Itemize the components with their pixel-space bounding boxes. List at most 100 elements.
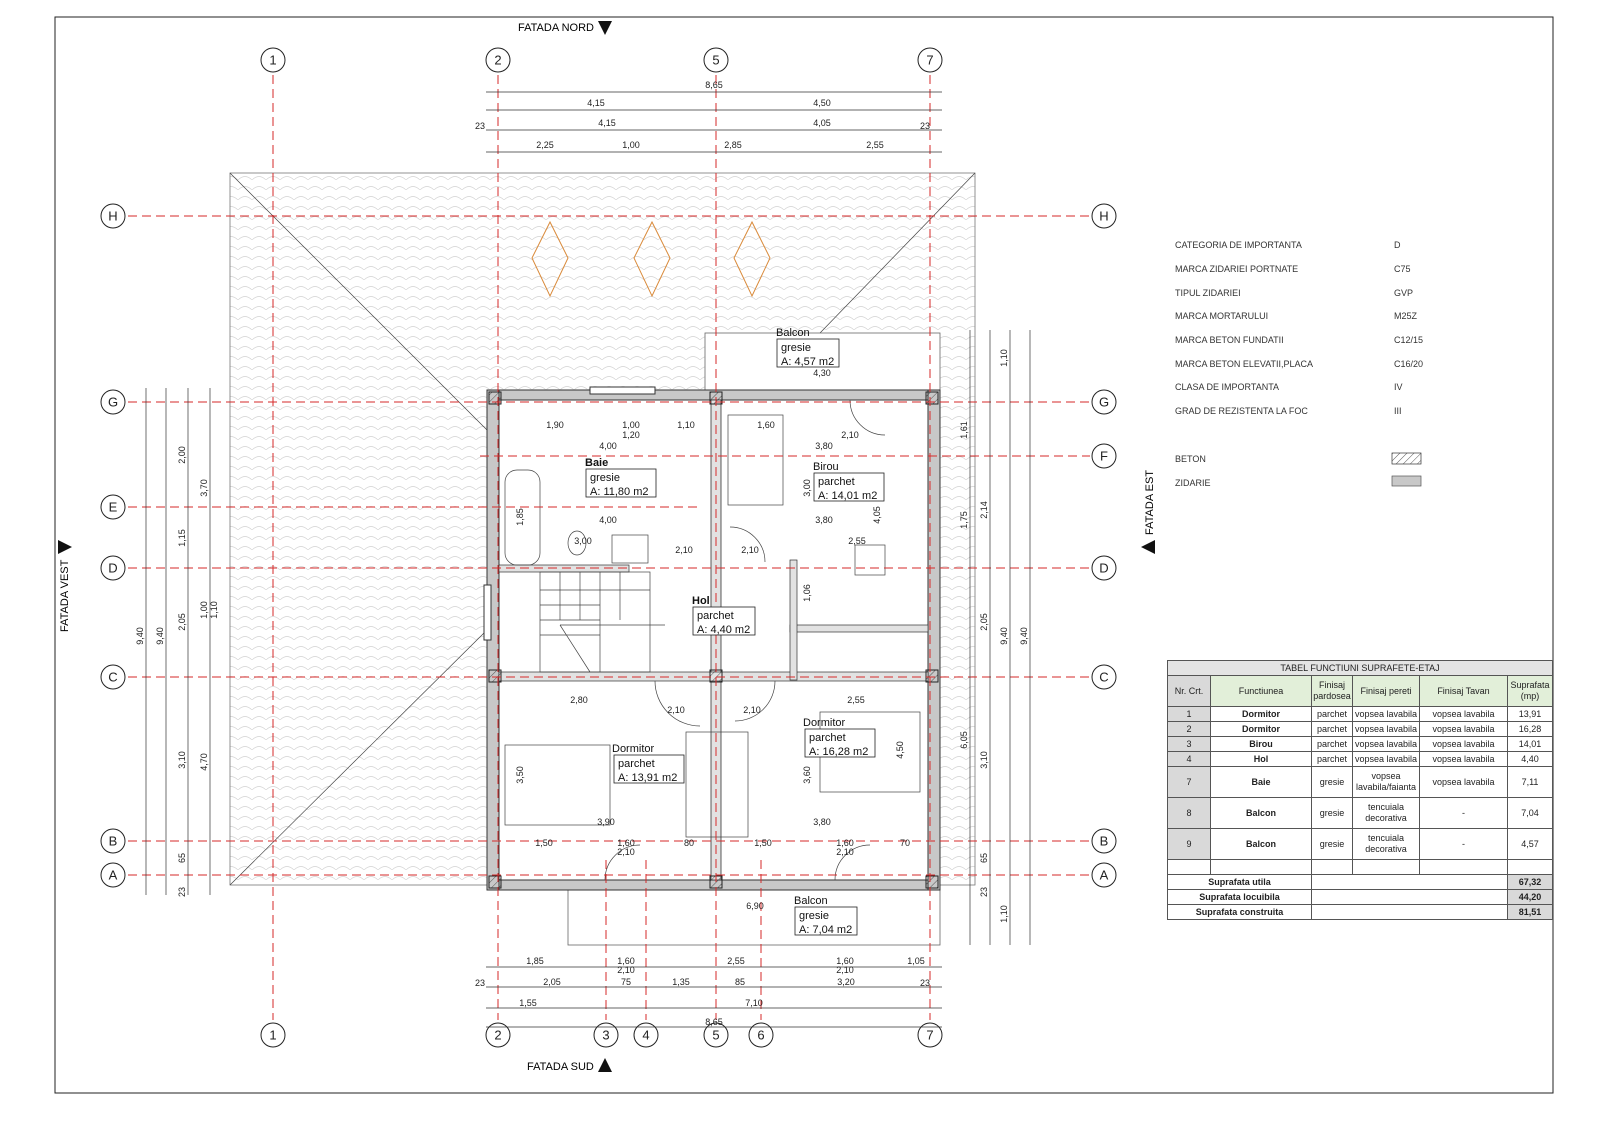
- arrow-left-icon: [1141, 540, 1155, 554]
- svg-text:A: A: [109, 868, 118, 883]
- svg-text:MARCA MORTARULUI: MARCA MORTARULUI: [1175, 311, 1268, 321]
- svg-text:1: 1: [269, 1028, 276, 1043]
- svg-text:65: 65: [979, 853, 989, 863]
- svg-text:4,70: 4,70: [199, 753, 209, 771]
- svg-text:4,50: 4,50: [813, 98, 831, 108]
- skylight: [633, 220, 671, 298]
- svg-text:1,85: 1,85: [515, 508, 525, 526]
- balcony-south: [567, 889, 941, 946]
- svg-text:1,10: 1,10: [999, 349, 1009, 367]
- room-label-balcon-north: Balcon gresie A: 4,57 m2: [776, 327, 840, 368]
- svg-text:7,10: 7,10: [745, 998, 763, 1008]
- svg-text:2: 2: [494, 53, 501, 68]
- room-label-balcon-south: Balcon gresie A: 7,04 m2: [794, 895, 858, 936]
- svg-text:2,55: 2,55: [848, 536, 866, 546]
- svg-text:2,10: 2,10: [841, 430, 859, 440]
- svg-text:1,75: 1,75: [959, 511, 969, 529]
- svg-text:parchet: parchet: [697, 610, 734, 622]
- arrow-up-icon: [598, 1058, 612, 1072]
- axis-marker-bottom-7: 7: [917, 1022, 943, 1048]
- svg-text:1,90: 1,90: [546, 420, 564, 430]
- axis-marker-top-5: 5: [703, 47, 729, 73]
- svg-text:8,65: 8,65: [705, 1017, 723, 1027]
- svg-text:4,30: 4,30: [813, 368, 831, 378]
- svg-text:9,40: 9,40: [135, 627, 145, 645]
- svg-text:4,05: 4,05: [813, 118, 831, 128]
- svg-text:1,00: 1,00: [622, 420, 640, 430]
- svg-text:2,85: 2,85: [724, 140, 742, 150]
- svg-text:65: 65: [177, 853, 187, 863]
- svg-text:6,05: 6,05: [959, 731, 969, 749]
- svg-text:5: 5: [712, 53, 719, 68]
- svg-text:M25Z: M25Z: [1394, 311, 1418, 321]
- svg-text:Balcon: Balcon: [794, 895, 828, 907]
- svg-text:4,15: 4,15: [587, 98, 605, 108]
- window: [589, 386, 656, 395]
- axis-marker-E: E: [100, 494, 126, 520]
- svg-text:2,10: 2,10: [741, 545, 759, 555]
- skylight: [531, 220, 569, 298]
- svg-text:2,05: 2,05: [979, 613, 989, 631]
- window: [483, 584, 492, 641]
- svg-text:2,25: 2,25: [536, 140, 554, 150]
- svg-text:H: H: [108, 209, 117, 224]
- svg-text:A: 4,40 m2: A: 4,40 m2: [697, 624, 750, 636]
- svg-text:1: 1: [269, 53, 276, 68]
- drawing-frame: [54, 16, 1554, 1094]
- svg-text:3,80: 3,80: [815, 441, 833, 451]
- svg-text:70: 70: [900, 838, 910, 848]
- svg-text:1,85: 1,85: [526, 956, 544, 966]
- bed: [504, 744, 611, 826]
- svg-text:23: 23: [979, 887, 989, 897]
- svg-text:IV: IV: [1394, 382, 1403, 392]
- svg-text:3,80: 3,80: [815, 515, 833, 525]
- sofa: [727, 414, 784, 506]
- svg-text:BETON: BETON: [1175, 454, 1206, 464]
- svg-text:CLASA DE IMPORTANTA: CLASA DE IMPORTANTA: [1175, 382, 1279, 392]
- svg-text:1,20: 1,20: [622, 430, 640, 440]
- svg-text:gresie: gresie: [590, 472, 620, 484]
- staircase: [539, 571, 665, 673]
- table-empty-row: [1167, 859, 1553, 875]
- svg-text:3,70: 3,70: [199, 479, 209, 497]
- svg-text:9,40: 9,40: [1019, 627, 1029, 645]
- material-legend: BETON ZIDARIE: [1175, 452, 1422, 488]
- svg-text:parchet: parchet: [818, 476, 855, 488]
- svg-text:1,60: 1,60: [757, 420, 775, 430]
- svg-text:Balcon: Balcon: [776, 327, 810, 339]
- svg-text:1,60: 1,60: [836, 838, 854, 848]
- svg-text:GRAD DE REZISTENTA LA FOC: GRAD DE REZISTENTA LA FOC: [1175, 406, 1308, 416]
- svg-text:2,14: 2,14: [979, 501, 989, 519]
- svg-text:3,00: 3,00: [802, 479, 812, 497]
- svg-text:4,00: 4,00: [599, 515, 617, 525]
- svg-text:1,10: 1,10: [999, 905, 1009, 923]
- svg-text:C16/20: C16/20: [1394, 359, 1423, 369]
- sink: [611, 534, 649, 564]
- svg-text:MARCA BETON ELEVATII,PLACA: MARCA BETON ELEVATII,PLACA: [1175, 359, 1313, 369]
- svg-text:C75: C75: [1394, 264, 1411, 274]
- svg-text:B: B: [109, 834, 118, 849]
- svg-text:2,10: 2,10: [617, 965, 635, 975]
- svg-text:C12/15: C12/15: [1394, 335, 1423, 345]
- svg-text:1,50: 1,50: [754, 838, 772, 848]
- svg-text:MARCA ZIDARIEI PORTNATE: MARCA ZIDARIEI PORTNATE: [1175, 264, 1298, 274]
- room-label-birou: Birou parchet A: 14,01 m2: [813, 461, 885, 502]
- table-header: Nr. Crt. Functiunea Finisaj pardosea Fin…: [1167, 675, 1553, 707]
- svg-text:1,00: 1,00: [199, 601, 209, 619]
- skylight: [733, 220, 771, 298]
- svg-text:23: 23: [920, 978, 930, 988]
- svg-text:1,60: 1,60: [836, 956, 854, 966]
- svg-text:A: 4,57 m2: A: 4,57 m2: [781, 356, 834, 368]
- axis-marker-bottom-4: 4: [633, 1022, 659, 1048]
- svg-text:2,05: 2,05: [543, 977, 561, 987]
